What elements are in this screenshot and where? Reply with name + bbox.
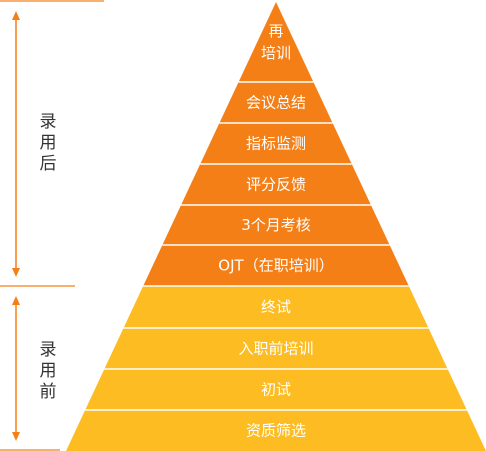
tier-10-label: 资质筛选 (246, 422, 306, 440)
pyramid-tier-5 (162, 205, 390, 245)
before-hire-label-char-2: 用 (40, 361, 57, 381)
pyramid-tier-9 (85, 369, 467, 410)
pyramid-tier-10 (66, 410, 486, 451)
tier-2-label: 会议总结 (246, 94, 306, 112)
pyramid-tier-1 (238, 2, 314, 82)
tier-8-label: 入职前培训 (238, 340, 313, 358)
tier-1-label-line-2: 培训 (261, 44, 291, 62)
tier-3-label: 指标监测 (246, 135, 306, 153)
after-hire-label-char-3: 后 (40, 154, 57, 174)
tier-5-label: 3个月考核 (241, 216, 311, 234)
before-hire-arrow (12, 296, 20, 441)
pyramid-tier-8 (104, 328, 448, 369)
after-hire-arrow (12, 11, 20, 277)
pyramid-tier-4 (181, 164, 371, 205)
after-hire-bracket: 录 用 后 (0, 0, 104, 277)
pyramid-tier-6 (143, 245, 409, 286)
pyramid-tier-3 (200, 123, 352, 164)
before-hire-label-char-3: 前 (40, 382, 57, 402)
tier-1-label-line-1: 再 (268, 22, 283, 40)
tier-7-label: 终试 (261, 298, 291, 316)
tier-6-label: OJT（在职培训） (218, 257, 333, 275)
after-hire-label-char-1: 录 (40, 112, 57, 132)
tier-4-label: 评分反馈 (246, 176, 306, 194)
pyramid-tier-7 (123, 286, 429, 328)
before-hire-label-char-1: 录 (40, 340, 57, 360)
before-hire-bracket: 录 用 前 (0, 285, 75, 451)
tier-9-label: 初试 (261, 381, 291, 399)
after-hire-label-char-2: 用 (40, 133, 57, 153)
pyramid-tier-2 (219, 82, 333, 123)
